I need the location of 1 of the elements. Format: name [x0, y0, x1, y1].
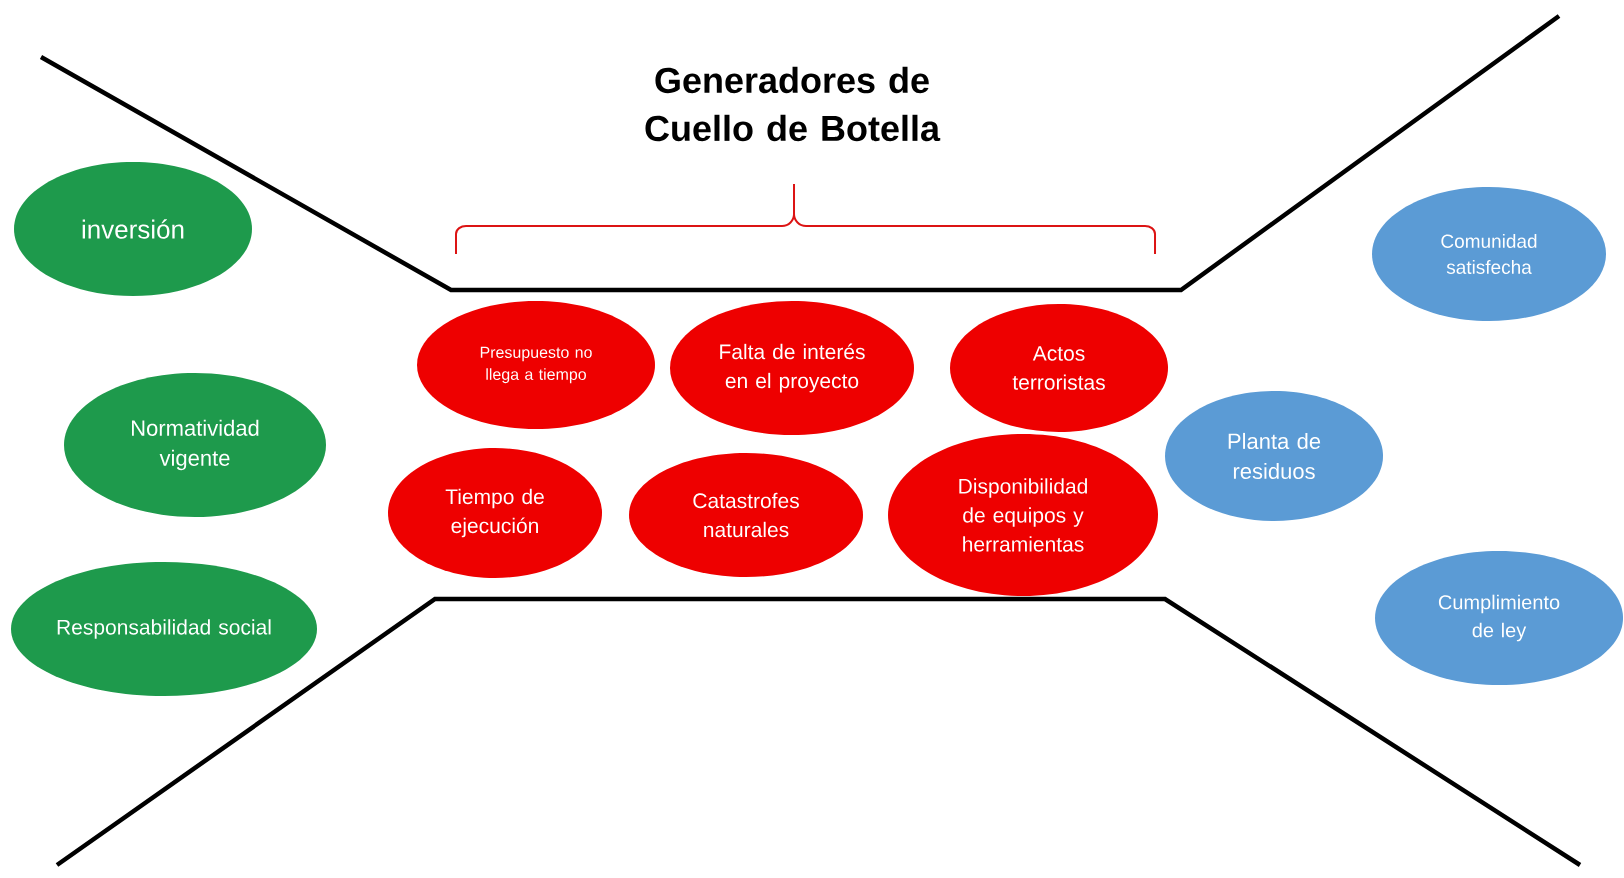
title: Generadores de Cuello de Botella	[645, 66, 941, 142]
